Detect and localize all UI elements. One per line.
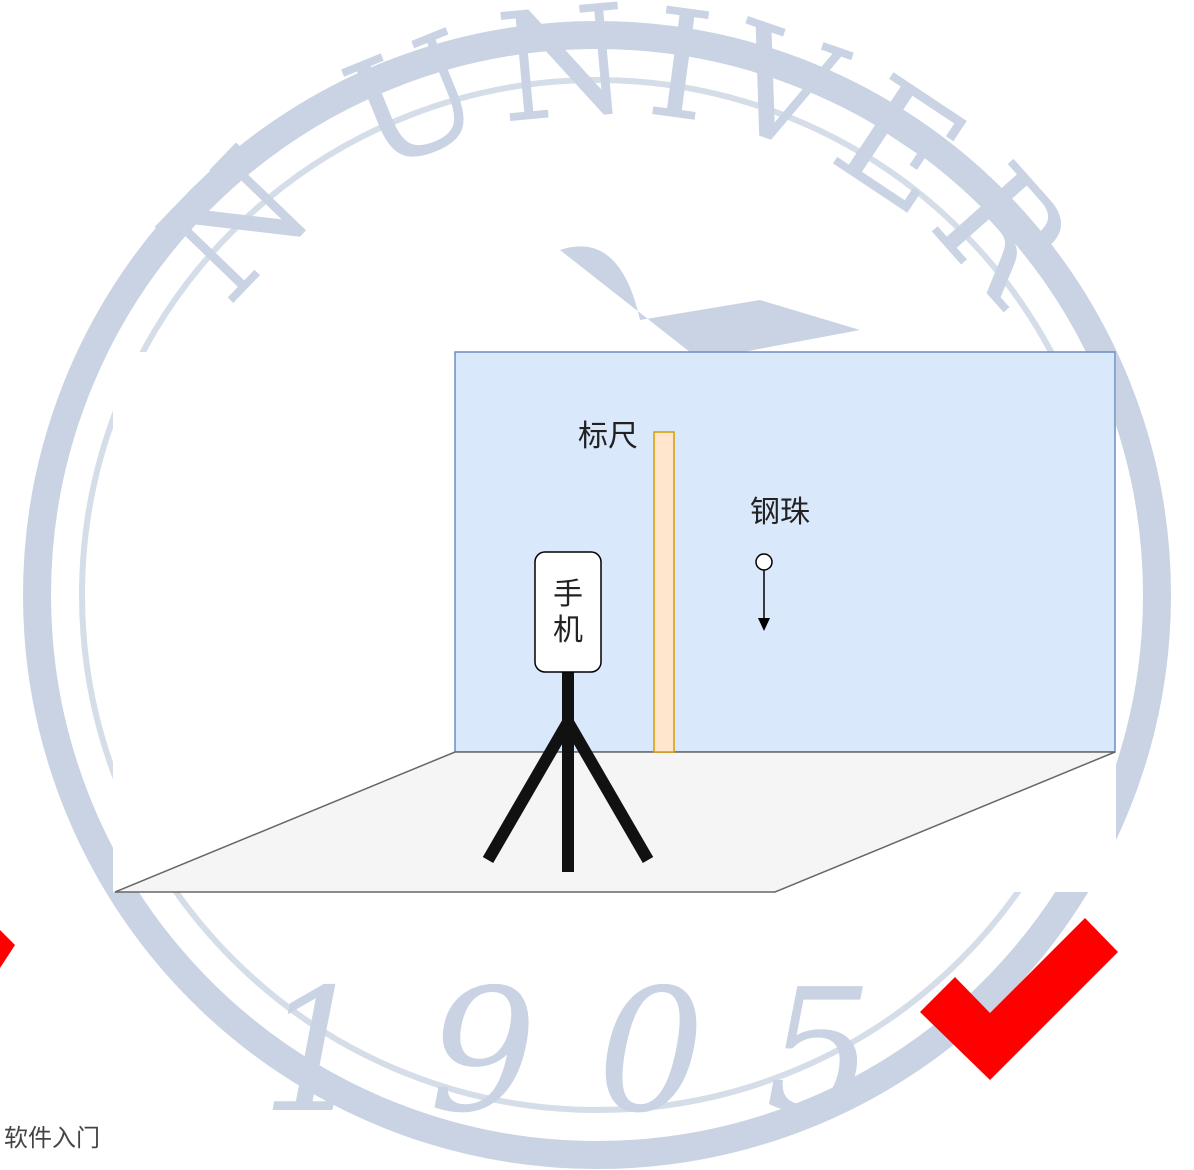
ball-label: 钢珠	[750, 495, 810, 530]
steel-ball	[755, 553, 773, 571]
seal-year: 1905	[261, 953, 934, 1151]
footer-caption: 软件入门	[4, 1124, 100, 1152]
fall-arrow-head	[758, 618, 770, 631]
floor	[114, 751, 1116, 893]
ruler-label: 标尺	[578, 419, 638, 454]
checkmark-icon	[920, 918, 1118, 1080]
phone-label-line1: 手	[553, 577, 583, 612]
phone	[534, 551, 602, 673]
phone-label-line2: 机	[553, 613, 583, 648]
partial-checkmark-icon	[0, 930, 15, 968]
ruler	[653, 431, 675, 753]
tripod	[482, 672, 654, 872]
